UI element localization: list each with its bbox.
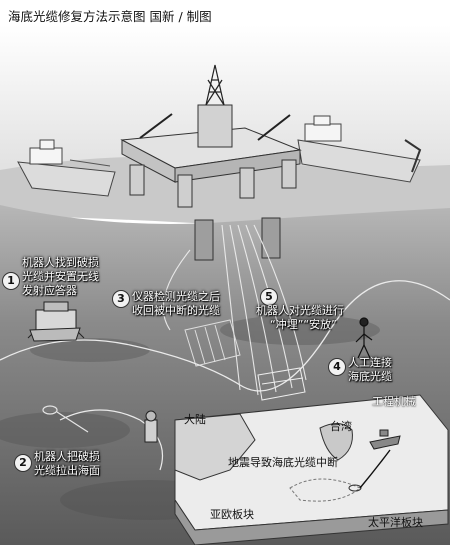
derrick-tower [205,64,225,106]
cable-coil-frame [184,319,241,367]
step-4-line-1: 人工连接 [348,356,392,369]
step-2-line-2: 光缆拉出海面 [34,464,100,477]
step-1-number: 1 [2,272,20,290]
cable-bundle [257,367,306,401]
step-5-label: 机器人对光缆进行 “冲埋”“安放” [256,304,344,332]
step-5-number: 5 [260,288,278,306]
watermark-text: 工程机械 [372,395,416,408]
step-1-line-3: 发射应答器 [22,284,77,297]
step-3-number: 3 [112,290,130,308]
continent-shape [174,413,256,481]
step-2-number: 2 [14,454,32,472]
step-4-number: 4 [328,358,346,376]
map-label-continent: 大陆 [184,413,206,426]
cable-loop [59,409,164,471]
map-label-pacific-plate: 太平洋板块 [368,516,423,529]
step-5-line-2: “冲埋”“安放” [270,318,337,331]
step-4-label: 人工连接 海底光缆 [348,356,392,384]
step-3-line-1: 仪器检测光缆之后 [132,290,220,303]
step-2-label: 机器人把破损 光缆拉出海面 [34,450,100,478]
right-ship [297,115,422,183]
diagram-title: 海底光缆修复方法示意图 国新 / 制图 [8,9,212,24]
step-1-label: 机器人找到破损 光缆并安置无线 发射应答器 [22,256,99,298]
seabed-robot-2 [144,410,158,443]
map-ship [369,429,401,450]
magnifier-tool [42,405,89,433]
inset-map [174,394,449,545]
step-3-line-2: 收回被中断的光缆 [132,304,220,317]
offshore-platform [120,64,302,261]
left-ship [17,139,116,197]
step-5-line-1: 机器人对光缆进行 [256,304,344,317]
step-2-line-1: 机器人把破损 [34,450,100,463]
map-label-eurasian-plate: 亚欧板块 [210,508,254,521]
step-1-line-1: 机器人找到破损 [22,256,99,269]
taiwan-island [319,423,353,461]
step-3-label: 仪器检测光缆之后 收回被中断的光缆 [132,290,220,318]
seabed-cable [0,280,450,392]
step-1-line-2: 光缆并安置无线 [22,270,99,283]
step-4-line-2: 海底光缆 [348,370,392,383]
pickup-boat [29,327,81,342]
map-label-taiwan: 台湾 [330,420,352,433]
map-label-earthquake: 地震导致海底光缆中断 [228,456,338,469]
diver-figure [355,317,373,359]
